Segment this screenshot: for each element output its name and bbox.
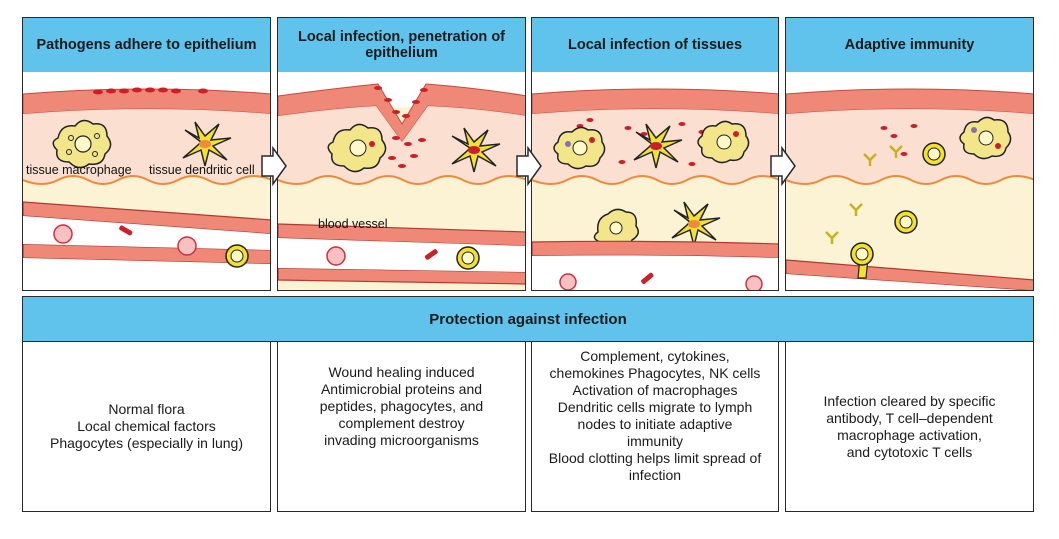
description-box-3: Complement, cytokines, chemokines Phagoc… bbox=[531, 342, 779, 512]
protection-banner: Protection against infection bbox=[22, 296, 1034, 342]
scene-4-illustration bbox=[786, 72, 1033, 290]
description-text-3: Complement, cytokines, chemokines Phagoc… bbox=[548, 348, 762, 483]
label-blood-vessel: blood vessel bbox=[318, 217, 388, 231]
dendritic-cell-b bbox=[671, 201, 721, 247]
label-tissue-macrophage: tissue macrophage bbox=[26, 163, 132, 177]
description-box-4: Infection cleared by specific antibody, … bbox=[785, 342, 1034, 512]
arrow-right-icon-1 bbox=[261, 146, 287, 186]
stage-header-4: Adaptive immunity bbox=[785, 17, 1034, 73]
pathogen-cluster bbox=[93, 87, 208, 95]
label-tissue-dendritic-cell: tissue dendritic cell bbox=[149, 163, 255, 177]
pathogens-remaining bbox=[880, 124, 918, 156]
stage-header-3: Local infection of tissues bbox=[531, 17, 779, 73]
macrophage-cell-a bbox=[553, 126, 606, 170]
description-text-4: Infection cleared by specific antibody, … bbox=[823, 392, 996, 460]
stage-scene-3 bbox=[531, 72, 779, 291]
description-text-1: Normal flora Local chemical factors Phag… bbox=[50, 401, 243, 451]
stage-title-2: Local infection, penetration of epitheli… bbox=[297, 29, 506, 61]
protection-title: Protection against infection bbox=[429, 310, 627, 328]
pathogens-penetrating bbox=[374, 86, 428, 168]
stage-title-4: Adaptive immunity bbox=[844, 37, 975, 53]
macrophage-cell bbox=[959, 116, 1012, 160]
pathogens-scattered bbox=[576, 118, 706, 166]
macrophage-cell-b bbox=[697, 120, 750, 164]
stage-title-3: Local infection of tissues bbox=[567, 37, 743, 53]
dendritic-cell bbox=[451, 127, 501, 173]
scene-2-illustration bbox=[278, 72, 525, 285]
stage-scene-2: blood vessel bbox=[277, 72, 526, 291]
extravasating-t-cell bbox=[850, 242, 874, 279]
dendritic-cell bbox=[182, 121, 232, 167]
arrow-right-icon-2 bbox=[516, 146, 542, 186]
stage-scene-1: tissue macrophage tissue dendritic cell bbox=[22, 72, 271, 291]
arrow-right-icon-3 bbox=[770, 146, 796, 186]
macrophage-cell bbox=[327, 123, 387, 173]
scene-3-illustration bbox=[532, 72, 778, 290]
description-text-2: Wound healing induced Antimicrobial prot… bbox=[319, 364, 484, 448]
description-box-2: Wound healing induced Antimicrobial prot… bbox=[277, 342, 526, 512]
stage-header-1: Pathogens adhere to epithelium bbox=[22, 17, 271, 73]
stage-header-2: Local infection, penetration of epitheli… bbox=[277, 17, 526, 73]
macrophage-cell bbox=[52, 119, 112, 169]
stage-title-1: Pathogens adhere to epithelium bbox=[36, 37, 257, 53]
blood-vessel bbox=[23, 201, 270, 290]
description-box-1: Normal flora Local chemical factors Phag… bbox=[22, 342, 271, 512]
dendritic-cell-a bbox=[633, 123, 683, 169]
scene-1-illustration bbox=[23, 72, 270, 290]
stage-scene-4 bbox=[785, 72, 1034, 291]
